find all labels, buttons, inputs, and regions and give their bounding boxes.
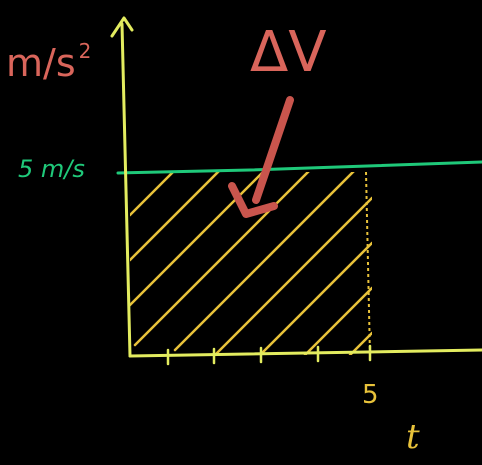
x-axis (128, 348, 482, 358)
y-axis-unit-exponent: 2 (78, 39, 92, 63)
hatched-area (130, 172, 372, 355)
delta-v-label: ΔV (250, 20, 327, 85)
x-tick-label: 5 (362, 380, 379, 410)
delta-v-arrow-shaft (252, 96, 294, 204)
y-axis (120, 22, 132, 358)
level-value: 5 (18, 155, 34, 183)
level-line (116, 160, 482, 175)
delta-v-arrowhead (228, 182, 278, 218)
level-unit: m/s (40, 155, 85, 183)
shaded-region-right-edge (365, 171, 371, 357)
y-axis-unit-base: m/s (6, 41, 76, 85)
y-axis-arrowhead (110, 16, 134, 38)
x-axis-ticks (166, 344, 372, 366)
level-value-label: 5 m/s (18, 157, 85, 181)
x-axis-label: t (406, 417, 420, 457)
